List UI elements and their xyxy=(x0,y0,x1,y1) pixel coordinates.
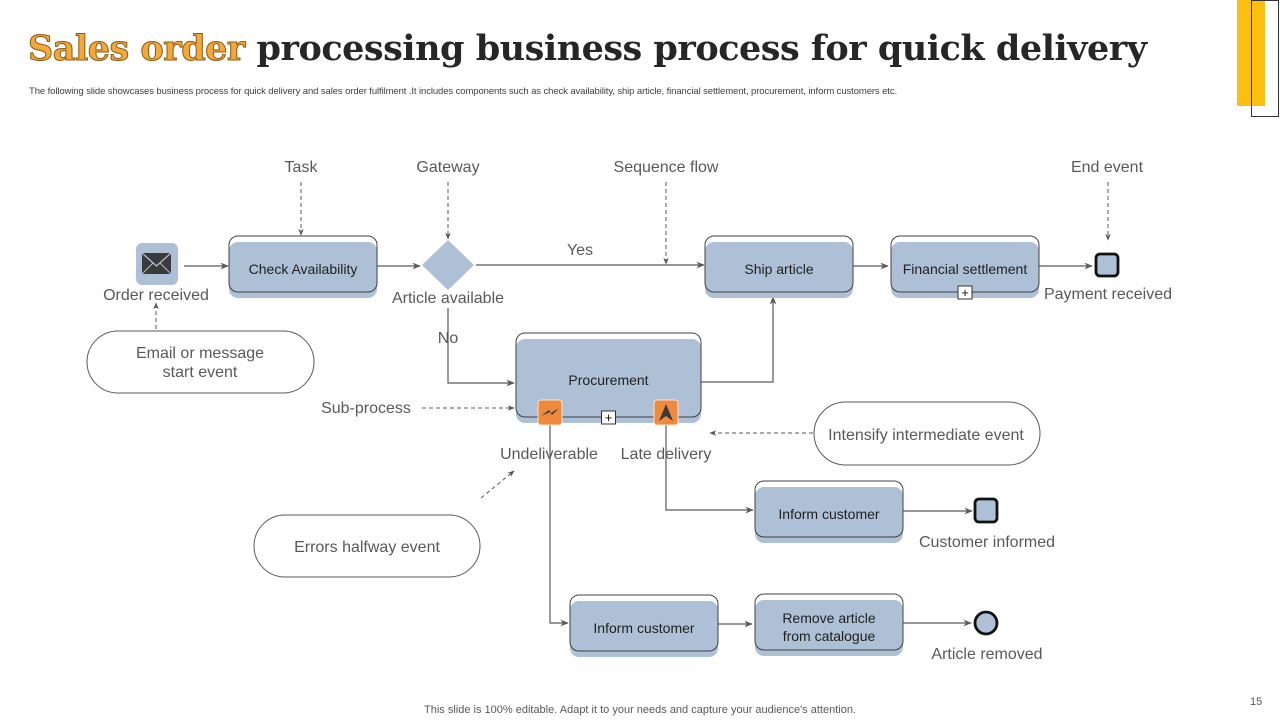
callout-email-line-1: Email or message xyxy=(136,345,264,362)
start-event-order-received[interactable] xyxy=(136,243,178,285)
task-fill xyxy=(229,242,377,298)
task-fill xyxy=(891,242,1039,298)
task-label: Inform customer xyxy=(593,620,694,636)
subprocess-expand-marker[interactable]: + xyxy=(601,410,616,425)
svg-text:+: + xyxy=(961,285,969,300)
label-yes: Yes xyxy=(567,242,593,259)
svg-text:+: + xyxy=(605,410,613,425)
end-event-article-removed[interactable] xyxy=(973,610,999,636)
label-article-removed: Article removed xyxy=(931,646,1042,663)
callout-intensify-text: Intensify intermediate event xyxy=(828,427,1024,444)
page-number: 15 xyxy=(1250,696,1263,708)
task-label: from catalogue xyxy=(783,628,876,644)
legend-task: Task xyxy=(285,159,319,176)
title-rest: processing business process for quick de… xyxy=(244,28,1148,69)
end-event-payment-received[interactable] xyxy=(1094,252,1120,278)
callout-email-start: Email or message start event xyxy=(86,330,315,394)
accent-frame xyxy=(1251,0,1279,117)
task-outline xyxy=(228,235,378,293)
label-no: No xyxy=(438,330,459,347)
subprocess-expand-marker[interactable]: + xyxy=(957,285,973,300)
task-outline xyxy=(754,593,904,651)
task-fill xyxy=(705,242,853,298)
label-undeliverable: Undeliverable xyxy=(500,446,598,463)
label-order-received: Order received xyxy=(103,287,209,304)
task-outline xyxy=(754,480,904,538)
label-late-delivery: Late delivery xyxy=(621,446,712,463)
task-remove-article[interactable]: Remove article from catalogue xyxy=(754,593,904,656)
task-label: Check Availability xyxy=(249,261,358,277)
task-fill xyxy=(570,601,718,657)
callout-errors-text: Errors halfway event xyxy=(294,539,440,556)
flow-procurement-to-ship xyxy=(701,296,777,383)
boundary-event-undeliverable[interactable] xyxy=(537,399,563,426)
task-check-availability[interactable]: Check Availability xyxy=(228,235,378,298)
task-fill xyxy=(755,600,903,656)
task-label: Inform customer xyxy=(778,506,879,522)
label-customer-informed: Customer informed xyxy=(919,534,1055,551)
task-label: Procurement xyxy=(568,372,648,388)
task-label: Financial settlement xyxy=(903,261,1028,277)
label-payment-received: Payment received xyxy=(1044,286,1172,303)
subprocess-financial-settlement[interactable]: Financial settlement + xyxy=(890,235,1040,300)
legend-sequence-flow: Sequence flow xyxy=(614,159,719,176)
task-inform-customer-late[interactable]: Inform customer xyxy=(754,480,904,543)
flow-gateway-no-to-procurement xyxy=(447,308,515,387)
task-label: Ship article xyxy=(744,261,813,277)
flow-undeliverable-to-inform xyxy=(549,425,569,627)
task-outline xyxy=(569,594,719,652)
gateway-article-available[interactable] xyxy=(422,240,474,290)
task-label: Remove article xyxy=(782,610,876,626)
callout-email-line-2: start event xyxy=(163,364,238,381)
task-fill xyxy=(755,487,903,543)
lightning-icon xyxy=(541,408,559,416)
task-ship-article[interactable]: Ship article xyxy=(704,235,854,298)
legend-gateway: Gateway xyxy=(416,159,479,176)
page-title: Sales order processing business process … xyxy=(28,28,1148,70)
end-event-customer-informed[interactable] xyxy=(973,497,999,524)
flow-late-to-inform xyxy=(665,425,754,514)
pointer-errors xyxy=(480,470,515,499)
task-outline xyxy=(704,235,854,293)
envelope-icon xyxy=(141,252,172,275)
footer-note: This slide is 100% editable. Adapt it to… xyxy=(424,704,856,716)
legend-sub-process: Sub-process xyxy=(321,400,411,417)
title-highlight: Sales order xyxy=(28,28,246,70)
arrow-up-icon xyxy=(659,404,673,421)
callout-errors: Errors halfway event xyxy=(253,514,481,578)
boundary-event-late-delivery[interactable] xyxy=(653,399,679,426)
callout-intensify: Intensify intermediate event xyxy=(813,401,1041,466)
task-inform-customer-undeliverable[interactable]: Inform customer xyxy=(569,594,719,657)
label-article-available: Article available xyxy=(392,290,504,307)
legend-end-event: End event xyxy=(1071,159,1144,176)
page-subtitle: The following slide showcases business p… xyxy=(29,86,898,97)
